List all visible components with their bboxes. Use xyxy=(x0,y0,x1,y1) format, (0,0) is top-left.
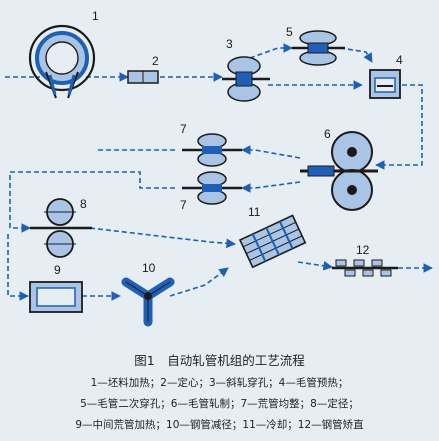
station-10-tube-reducing: 10 xyxy=(121,261,175,327)
flow-line-10-11 xyxy=(169,267,229,297)
station-8-sizing: 8 xyxy=(30,197,92,258)
station-12-label: 12 xyxy=(356,243,370,257)
station-1-label: 1 xyxy=(92,9,99,23)
flow-line-7-return xyxy=(9,149,175,228)
flow-line-8-11 xyxy=(89,227,236,249)
legend-line-2: 5—毛管二次穿孔；6—毛管轧制；7—荒管均整；8—定径； xyxy=(80,398,359,410)
station-11-cooling-bed: 11 xyxy=(238,205,307,269)
flow-line-4-6 xyxy=(375,84,423,170)
process-flow-diagram: 1 2 3 5 4 6 xyxy=(5,9,433,327)
flow-line-8-9 xyxy=(7,234,29,301)
station-7-reeling-lower: 7 xyxy=(180,171,242,212)
flow-line-6-7a xyxy=(241,145,301,159)
station-9-intermediate-reheating: 9 xyxy=(29,263,83,313)
station-2-label: 2 xyxy=(152,54,159,68)
station-3-label: 3 xyxy=(226,37,233,51)
flow-line-3-5 xyxy=(249,43,293,59)
flow-line-11-12 xyxy=(297,261,333,271)
station-7-lower-label: 7 xyxy=(180,198,187,212)
legend-line-1: 1—坯料加热；2—定心；3—斜轧穿孔；4—毛管预热； xyxy=(90,377,349,389)
station-7-upper-label: 7 xyxy=(180,122,187,136)
station-12-straightening: 12 xyxy=(332,243,398,277)
flow-line-5-4 xyxy=(339,47,373,63)
station-6-tube-rolling: 6 xyxy=(300,127,378,211)
station-11-label: 11 xyxy=(248,205,261,219)
flow-lines xyxy=(5,43,433,301)
station-4-tube-preheating-furnace: 4 xyxy=(369,53,403,99)
station-6-label: 6 xyxy=(324,127,331,141)
station-5-secondary-piercing: 5 xyxy=(286,25,345,66)
station-5-label: 5 xyxy=(286,25,293,39)
station-7-reeling-upper: 7 xyxy=(180,122,242,167)
station-10-label: 10 xyxy=(142,261,156,275)
station-4-label: 4 xyxy=(396,53,403,67)
station-8-label: 8 xyxy=(80,197,87,211)
station-2-centering: 2 xyxy=(127,54,159,84)
station-1-billet-heating-furnace: 1 xyxy=(28,9,99,99)
station-3-cross-roll-piercing: 3 xyxy=(222,37,270,102)
flow-line-6-7b xyxy=(241,181,301,193)
legend-line-3: 9—中间荒管加热；10—钢管减径；11—冷却；12—钢管矫直 xyxy=(75,419,364,431)
station-9-label: 9 xyxy=(54,263,61,277)
figure-title: 图1 自动轧管机组的工艺流程 xyxy=(134,353,305,368)
